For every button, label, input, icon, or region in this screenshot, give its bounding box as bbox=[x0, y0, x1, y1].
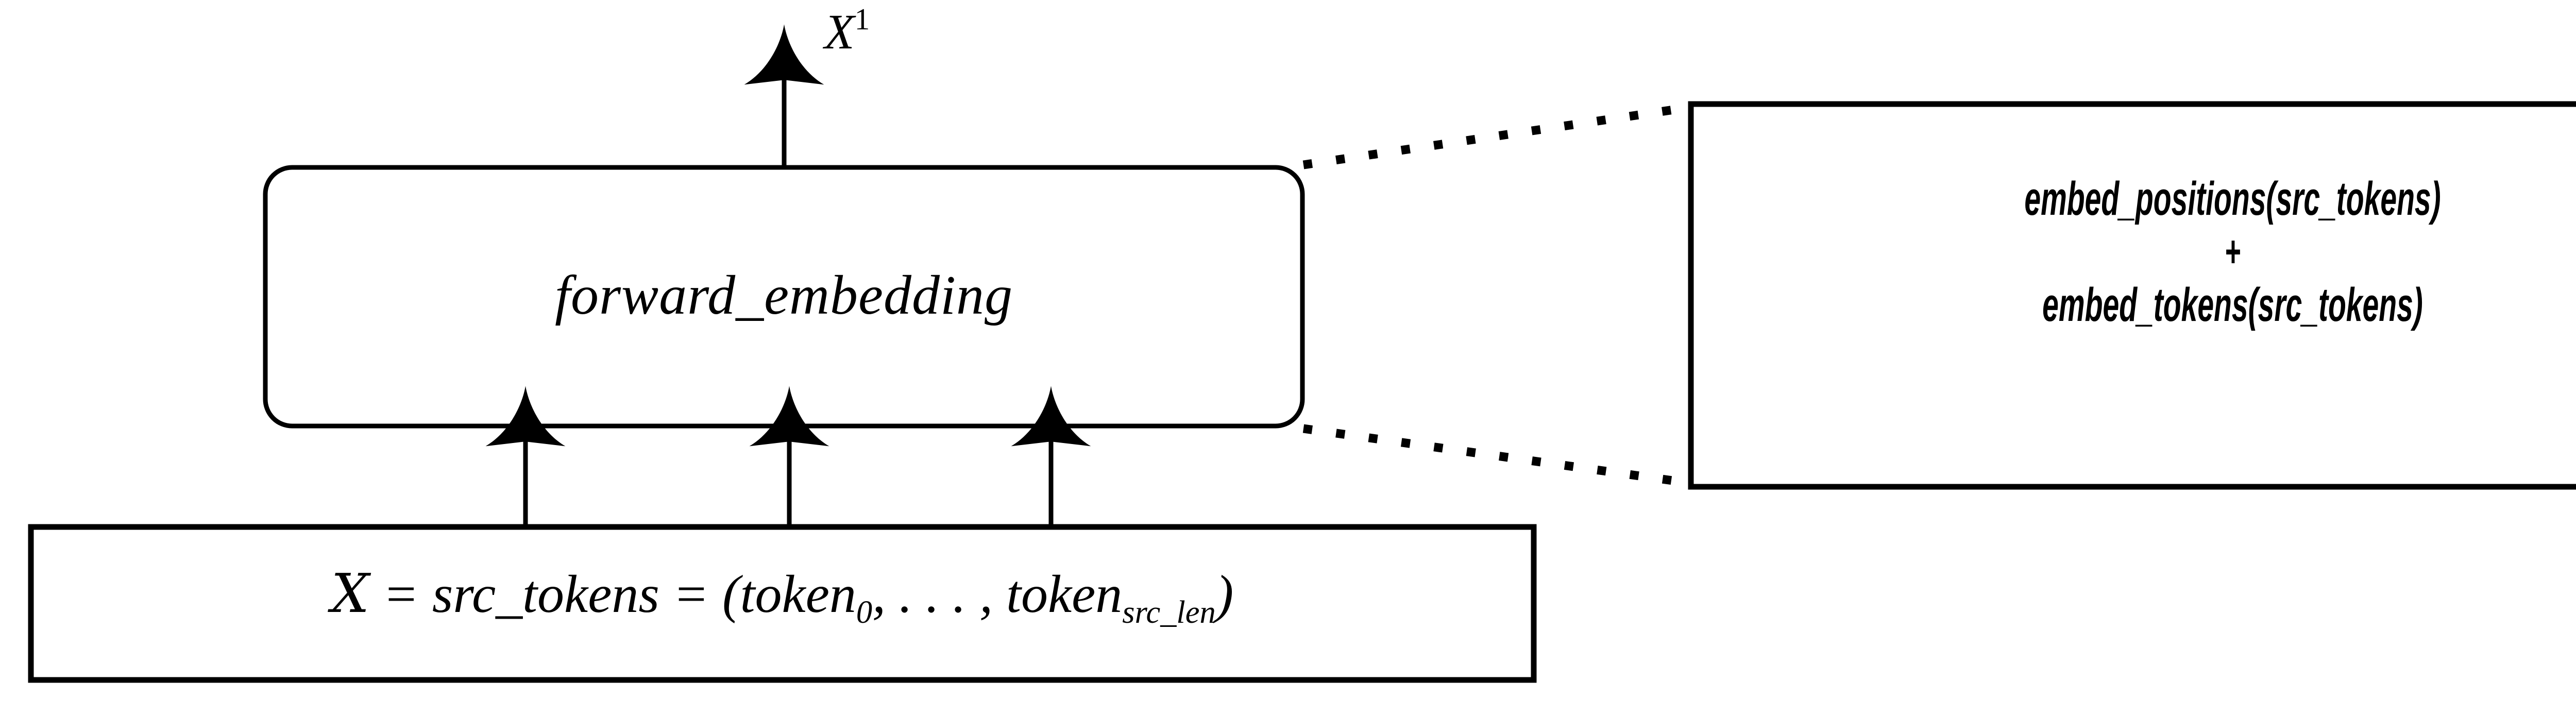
input-box-formula: X = src_tokens = (token0, . . . , tokens… bbox=[31, 567, 1534, 629]
callout-connector-top bbox=[1302, 103, 1692, 169]
callout-box-outline bbox=[1688, 101, 2576, 490]
callout-line-plus: + bbox=[2224, 227, 2241, 277]
input-formula-first-index: 0 bbox=[856, 594, 873, 630]
callout-connector-bottom bbox=[1302, 424, 1692, 488]
input-formula-script-x: X bbox=[331, 562, 369, 625]
output-label-base: X bbox=[824, 4, 855, 59]
output-label: X1 bbox=[824, 4, 870, 57]
input-box-outline bbox=[28, 524, 1537, 683]
input-formula-suffix: ) bbox=[1215, 565, 1234, 624]
callout-line-2: embed_tokens(src_tokens) bbox=[2042, 279, 2423, 331]
input-arrows-group bbox=[485, 386, 1091, 527]
input-formula-rest: = src_tokens = (token bbox=[369, 565, 856, 624]
callout-box-text: embed_positions(src_tokens) + embed_toke… bbox=[1691, 175, 2576, 329]
module-box-label: forward_embedding bbox=[555, 265, 1013, 326]
callout-connector-lines bbox=[1302, 103, 1692, 488]
output-label-superscript: 1 bbox=[854, 2, 870, 36]
input-formula-middle: , . . . , token bbox=[872, 565, 1123, 624]
input-formula-last-index: src_len bbox=[1122, 594, 1216, 630]
callout-line-1: embed_positions(src_tokens) bbox=[2024, 173, 2441, 225]
